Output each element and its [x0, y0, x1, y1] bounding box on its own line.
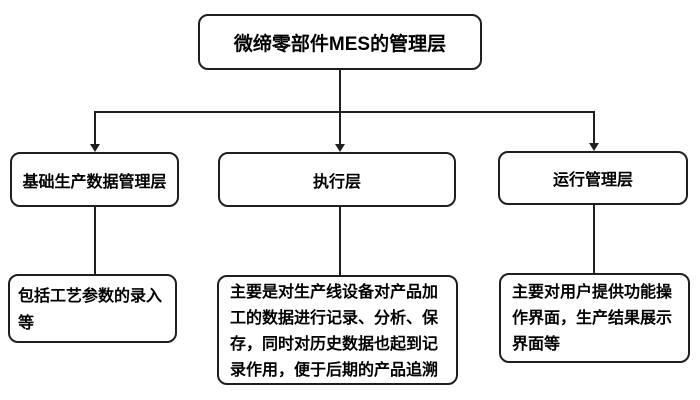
branch-operation-management-label: 运行管理层 — [552, 172, 633, 189]
connector-branch2-description — [339, 207, 341, 276]
node-description-basic-production-data: 包括工艺参数的录入等 — [8, 274, 177, 343]
node-branch-execution: 执行层 — [218, 152, 456, 207]
branch-execution-label: 执行层 — [312, 173, 361, 191]
arrowhead-left-icon — [90, 144, 100, 152]
node-branch-operation-management: 运行管理层 — [498, 151, 688, 205]
branch-basic-production-data-label: 基础生产数据管理层 — [22, 173, 167, 191]
arrowhead-middle-icon — [335, 144, 345, 152]
connector-drop-right — [593, 111, 595, 144]
description-basic-production-data-text: 包括工艺参数的录入等 — [18, 288, 163, 332]
arrowhead-right-icon — [589, 143, 599, 151]
node-description-operation-management: 主要对用户提供功能操作界面，生产结果展示界面等 — [499, 273, 690, 363]
connector-drop-left — [94, 111, 96, 145]
node-root-label: 微缔零部件MES的管理层 — [233, 33, 447, 55]
connector-branch3-description — [593, 205, 595, 274]
connector-horizontal-rail — [94, 111, 595, 113]
connector-branch1-description — [94, 207, 96, 275]
connector-root-vertical — [339, 70, 341, 145]
description-execution-text: 主要是对生产线设备对产品加工的数据进行记录、分析、保存，同时对历史数据也起到记录… — [230, 284, 439, 379]
node-branch-basic-production-data: 基础生产数据管理层 — [10, 152, 179, 207]
description-operation-management-text: 主要对用户提供功能操作界面，生产结果展示界面等 — [512, 284, 673, 353]
node-root: 微缔零部件MES的管理层 — [198, 14, 482, 70]
node-description-execution: 主要是对生产线设备对产品加工的数据进行记录、分析、保存，同时对历史数据也起到记录… — [217, 275, 458, 385]
